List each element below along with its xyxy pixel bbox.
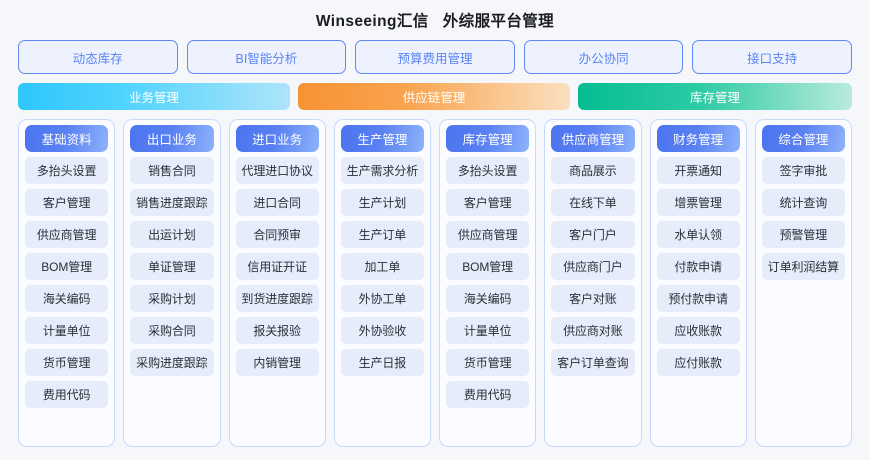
module-column: 库存管理多抬头设置客户管理供应商管理 BOM管理海关编码计量单位货币管理费用代码 [439,119,537,447]
menu-item[interactable]: 客户订单查询 [551,349,635,376]
menu-item[interactable]: 信用证开证 [235,253,319,280]
menu-item[interactable]: 报关报验 [235,317,319,344]
top-tab-0[interactable]: 动态库存 [18,40,178,74]
menu-item[interactable]: 供应商门户 [551,253,635,280]
menu-item[interactable]: 货币管理 [25,349,109,376]
page-title: Winseeing汇信 外综服平台管理 [315,13,555,30]
menu-item[interactable]: 多抬头设置 [25,157,109,184]
menu-item[interactable]: 预付款申请 [656,285,740,312]
menu-item[interactable]: 费用代码 [25,381,109,408]
menu-item[interactable]: 海关编码 [25,285,109,312]
menu-item[interactable]: 货币管理 [446,349,530,376]
menu-item[interactable]: 增票管理 [656,189,740,216]
menu-item[interactable]: 代理进口协议 [235,157,319,184]
menu-item[interactable]: 签字审批 [761,157,845,184]
title-bar: Winseeing汇信 外综服平台管理 [18,0,852,40]
menu-item[interactable]: 客户对账 [551,285,635,312]
module-column: 基础资料多抬头设置客户管理供应商管理 BOM管理海关编码计量单位货币管理费用代码 [18,119,116,447]
menu-item[interactable]: 采购计划 [130,285,214,312]
menu-item[interactable]: 统计查询 [761,189,845,216]
menu-item[interactable]: 单证管理 [130,253,214,280]
module-column: 综合管理签字审批统计查询预警管理订单利润结算 [754,119,852,447]
top-tab-2[interactable]: 预算费用管理 [355,40,515,74]
menu-item[interactable]: 外协工单 [340,285,424,312]
menu-item[interactable]: 内销管理 [235,349,319,376]
column-header[interactable]: 财务管理 [656,125,740,152]
menu-item[interactable]: 进口合同 [235,189,319,216]
menu-item[interactable]: 生产计划 [340,189,424,216]
menu-item[interactable]: 供应商对账 [551,317,635,344]
menu-item[interactable]: 订单利润结算 [761,253,845,280]
menu-item[interactable]: 海关编码 [446,285,530,312]
menu-item[interactable]: 多抬头设置 [446,157,530,184]
module-column: 财务管理开票通知增票管理水单认领付款申请预付款申请应收账款应付账款 [649,119,747,447]
menu-item[interactable]: 销售合同 [130,157,214,184]
menu-item[interactable]: 水单认领 [656,221,740,248]
menu-item[interactable]: 外协验收 [340,317,424,344]
menu-item[interactable]: BOM管理 [25,253,109,280]
module-column: 供应商管理商品展示在线下单客户门户供应商门户客户对账供应商对账客户订单查询 [544,119,642,447]
menu-item[interactable]: 开票通知 [656,157,740,184]
menu-item[interactable]: 采购进度跟踪 [130,349,214,376]
menu-item[interactable]: 采购合同 [130,317,214,344]
column-header[interactable]: 生产管理 [340,125,424,152]
menu-item[interactable]: 客户管理 [446,189,530,216]
column-header[interactable]: 综合管理 [761,125,845,152]
menu-item[interactable]: 费用代码 [446,381,530,408]
category-bar-row: 业务管理供应链管理库存管理 [18,83,852,110]
menu-item[interactable]: 应收账款 [656,317,740,344]
category-bar-1[interactable]: 供应链管理 [298,83,570,110]
menu-item[interactable]: 加工单 [340,253,424,280]
menu-item[interactable]: 在线下单 [551,189,635,216]
menu-item[interactable]: 到货进度跟踪 [235,285,319,312]
module-column: 进口业务代理进口协议进口合同合同预审信用证开证到货进度跟踪报关报验内销管理 [228,119,326,447]
menu-item[interactable]: 生产需求分析 [340,157,424,184]
column-header[interactable]: 基础资料 [25,125,109,152]
menu-item[interactable]: 销售进度跟踪 [130,189,214,216]
column-header[interactable]: 出口业务 [130,125,214,152]
top-tab-4[interactable]: 接口支持 [692,40,852,74]
module-column: 生产管理生产需求分析生产计划生产订单加工单外协工单外协验收生产日报 [333,119,431,447]
menu-item[interactable]: 客户管理 [25,189,109,216]
category-bar-2[interactable]: 库存管理 [578,83,852,110]
menu-item[interactable]: 合同预审 [235,221,319,248]
menu-item[interactable]: BOM管理 [446,253,530,280]
menu-item[interactable]: 商品展示 [551,157,635,184]
column-header[interactable]: 库存管理 [446,125,530,152]
menu-item[interactable]: 应付账款 [656,349,740,376]
menu-item[interactable]: 预警管理 [761,221,845,248]
menu-item[interactable]: 供应商管理 [25,221,109,248]
category-bar-0[interactable]: 业务管理 [18,83,290,110]
menu-item[interactable]: 计量单位 [25,317,109,344]
menu-item[interactable]: 客户门户 [551,221,635,248]
menu-item[interactable]: 出运计划 [130,221,214,248]
module-column: 出口业务销售合同销售进度跟踪出运计划单证管理采购计划采购合同采购进度跟踪 [123,119,221,447]
menu-item[interactable]: 付款申请 [656,253,740,280]
menu-item[interactable]: 生产日报 [340,349,424,376]
menu-item[interactable]: 生产订单 [340,221,424,248]
column-header[interactable]: 供应商管理 [551,125,635,152]
top-tab-3[interactable]: 办公协同 [523,40,684,74]
menu-item[interactable]: 计量单位 [446,317,530,344]
top-tab-1[interactable]: BI智能分析 [186,40,347,74]
menu-item[interactable]: 供应商管理 [446,221,530,248]
column-header[interactable]: 进口业务 [235,125,319,152]
